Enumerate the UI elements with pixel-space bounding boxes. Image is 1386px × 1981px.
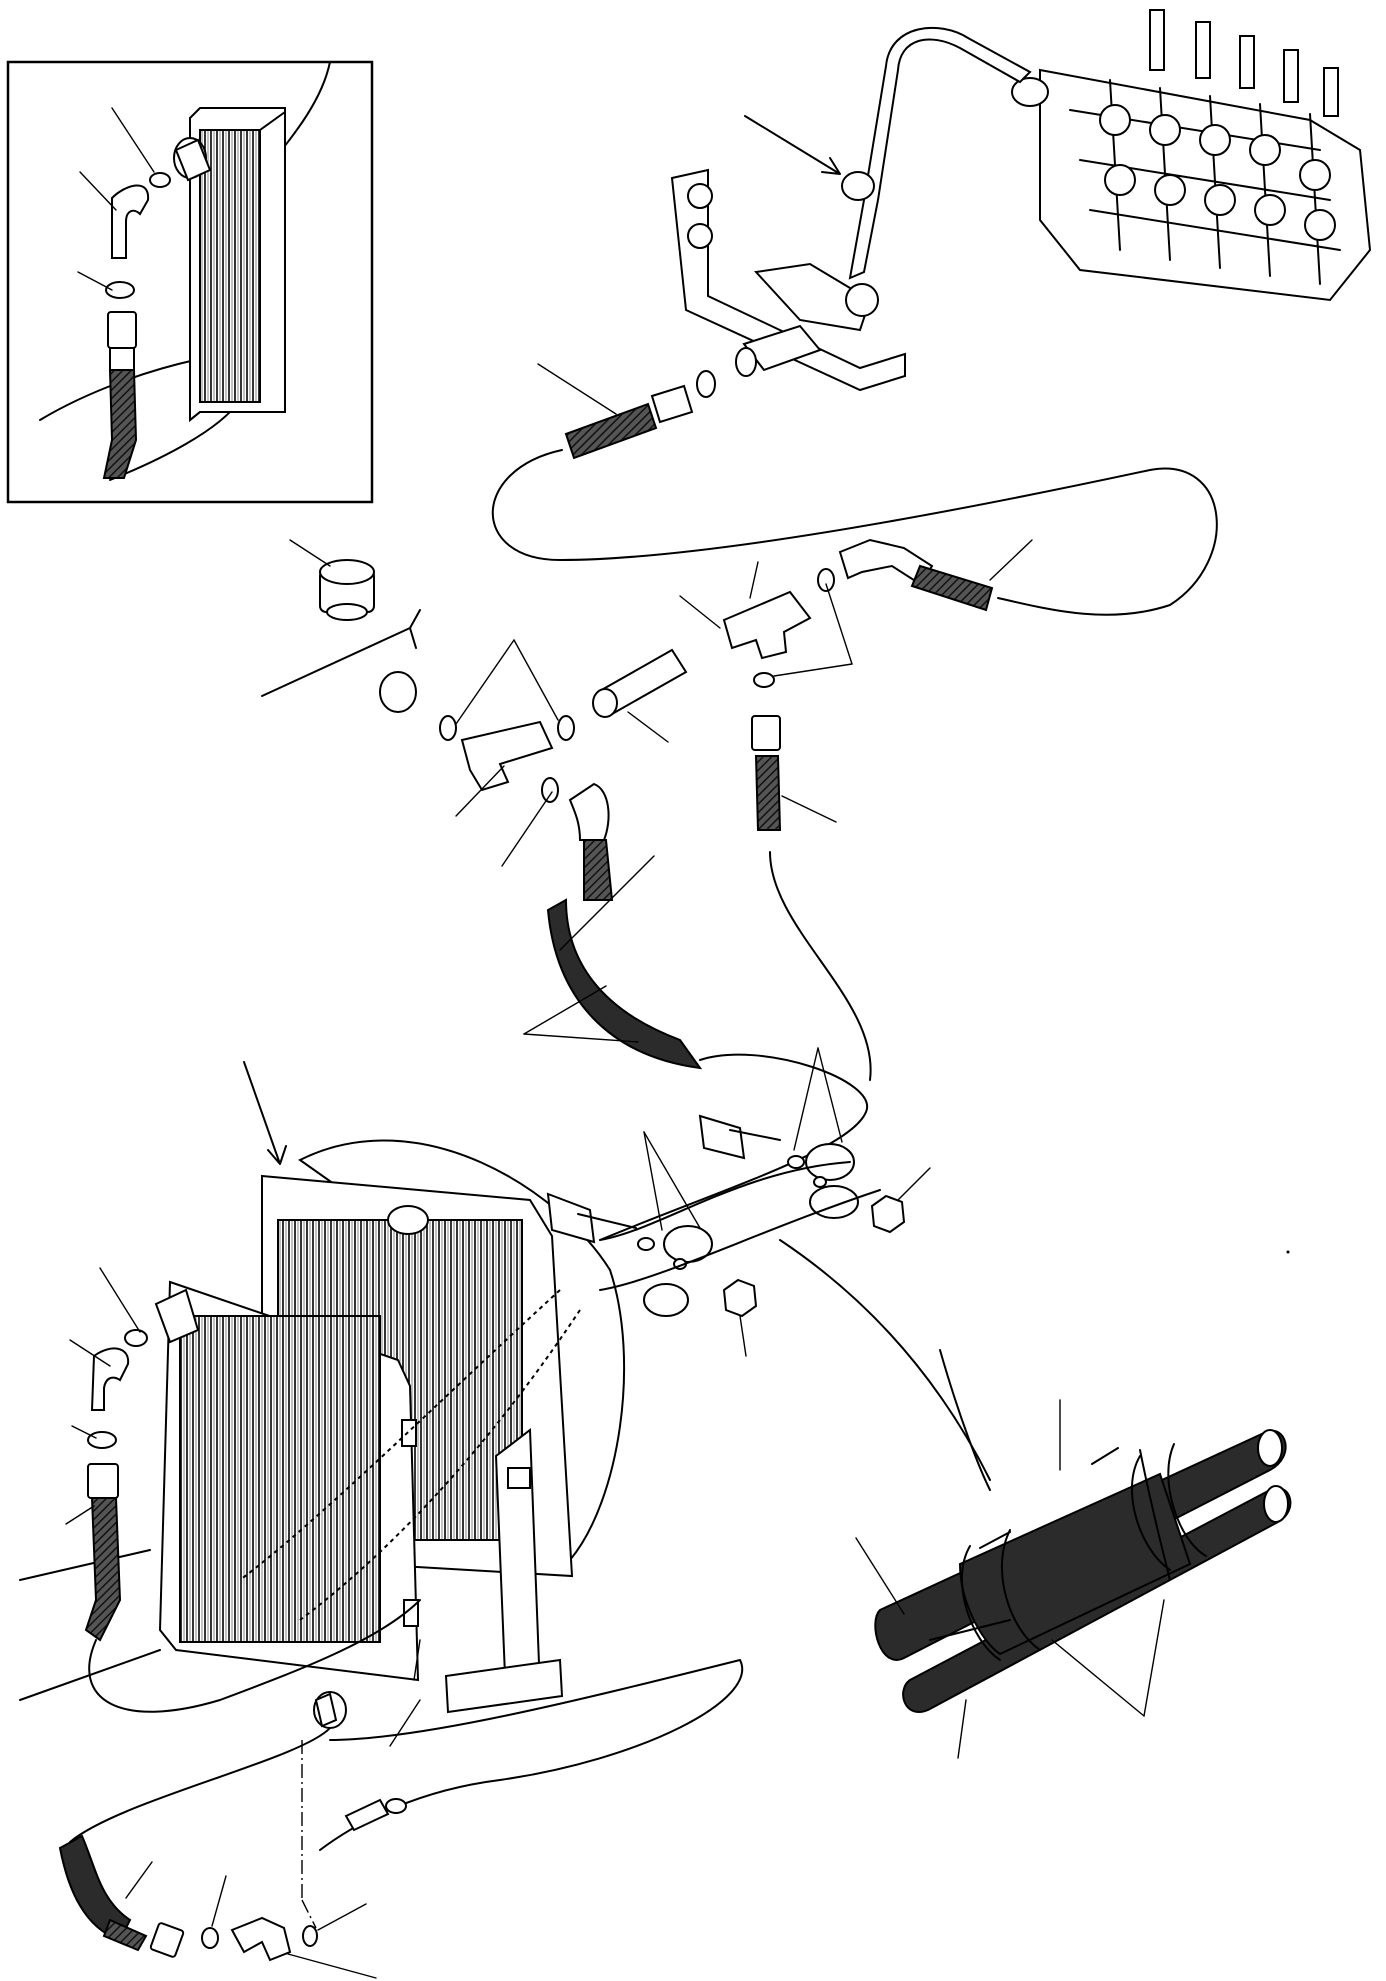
clamp-assembly-upper — [698, 1114, 859, 1219]
spacer-tube-end — [592, 688, 618, 718]
o-ring-left-3 — [541, 777, 559, 803]
o-ring-right-1 — [817, 568, 835, 592]
lower-elbow — [230, 1916, 292, 1962]
lower-port — [313, 1691, 347, 1729]
leader-filler-cap — [289, 539, 331, 567]
tee-leaders — [455, 639, 669, 1043]
arrow-to-radiator — [243, 1061, 287, 1165]
leader-upper-hose — [537, 363, 617, 415]
inset-body-panel — [39, 61, 331, 481]
o-ring-left-1 — [439, 715, 457, 741]
clamp-assembly-lower — [546, 1192, 713, 1317]
right-down-hose — [754, 755, 782, 831]
right-return-line — [769, 851, 872, 1081]
inset-hose-ferrule — [109, 347, 135, 371]
tee-fitting-right — [722, 590, 812, 660]
hose-routing-dotted-1 — [239, 1289, 561, 1581]
lower-hose — [58, 1834, 132, 1942]
inset-radiator — [189, 107, 286, 423]
tank-filler — [261, 559, 421, 697]
valve-ports — [1099, 104, 1336, 241]
lower-o-ring-2 — [302, 1925, 318, 1947]
front-radiator — [158, 1280, 420, 1682]
tee-fitting-left — [460, 720, 554, 792]
hex-nut-lower — [722, 1278, 758, 1318]
hose-bundle-leaders — [855, 1399, 1165, 1759]
lower-hose-line — [69, 1727, 331, 1843]
inset-frame — [6, 60, 374, 504]
elbow-hose — [583, 839, 614, 901]
right-tee-leaders — [679, 539, 1033, 823]
radiator-port-fittings — [84, 1288, 200, 1642]
hose-routing-dotted-2 — [299, 1309, 581, 1621]
detail-inset — [6, 60, 374, 504]
bottom-bolt — [344, 1798, 407, 1832]
o-ring-left-2 — [557, 715, 575, 741]
inset-radiator-port — [173, 137, 212, 182]
radiator-leaders — [65, 1267, 141, 1525]
steel-pipe — [848, 26, 1032, 280]
inset-hose — [102, 369, 138, 479]
pipe-end-fittings — [650, 324, 822, 424]
radiator-supply-line — [88, 1599, 421, 1713]
elbow-hose-fitting — [568, 782, 610, 841]
lower-leaders — [125, 1639, 421, 1979]
pipe-tee-fitting-top — [841, 171, 875, 201]
protective-sleeve — [546, 898, 703, 1070]
lower-o-ring-1 — [201, 1927, 219, 1949]
stray-mark — [1286, 1250, 1290, 1254]
upper-hose-line — [491, 449, 1218, 616]
clamp-leaders — [643, 1047, 931, 1357]
lower-hose-armor — [102, 1918, 148, 1952]
valve-spools — [1149, 9, 1339, 117]
inset-o-ring-lower — [105, 281, 135, 299]
hex-nut-upper — [870, 1194, 906, 1234]
port-adapter-left — [379, 671, 417, 713]
hose-bundle-detail — [874, 1429, 1292, 1713]
right-hose-sleeve — [910, 564, 994, 612]
lower-hose-nut — [149, 1922, 185, 1958]
inset-elbow-fitting — [111, 184, 150, 259]
arrow-to-fitting — [744, 115, 841, 175]
o-ring-right-2 — [753, 672, 775, 688]
upper-hose — [564, 402, 658, 460]
inset-hose-nut — [107, 311, 137, 349]
lower-chain-line — [301, 1740, 317, 1929]
inset-leader-2 — [79, 171, 117, 211]
inset-o-ring-upper — [149, 172, 171, 188]
inset-leader-3 — [77, 271, 113, 291]
right-down-nut — [751, 715, 781, 751]
return-line — [599, 1053, 869, 1241]
radiator-mount-bracket — [444, 1428, 564, 1714]
bundle-reference-line — [939, 1349, 991, 1491]
inset-leader-1 — [111, 107, 155, 173]
clamp-hose-lines — [599, 1161, 991, 1481]
valve-port-fitting — [1011, 77, 1049, 107]
control-valve-block — [1011, 9, 1372, 302]
